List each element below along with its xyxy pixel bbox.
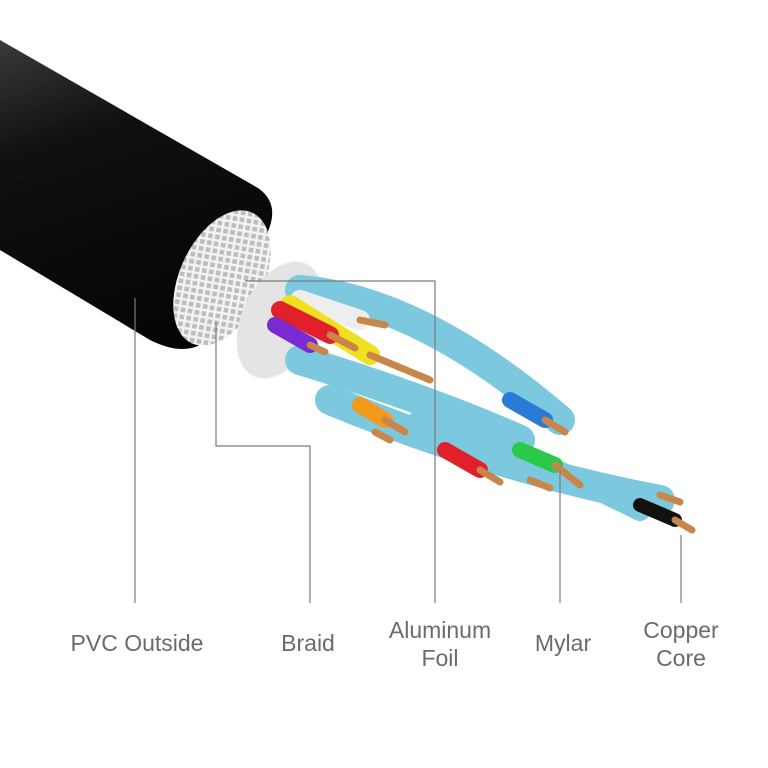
label-copper-core: Copper Core: [643, 616, 718, 672]
label-copper-core-line1: Copper: [643, 617, 719, 643]
leader-lines: [134, 280, 682, 603]
label-aluminum-foil-line2: Foil: [421, 645, 459, 671]
label-braid: Braid: [281, 630, 335, 656]
label-aluminum-foil: Aluminum Foil: [389, 616, 491, 672]
label-aluminum-foil-line1: Aluminum: [388, 617, 492, 643]
conductors: [267, 290, 682, 527]
copper-cores: [306, 316, 696, 534]
leader-braid: [215, 322, 311, 603]
leader-foil: [245, 280, 436, 603]
label-pvc-outside: PVC Outside: [70, 630, 204, 656]
label-copper-core-line2: Core: [656, 645, 706, 671]
label-mylar: Mylar: [534, 630, 592, 656]
